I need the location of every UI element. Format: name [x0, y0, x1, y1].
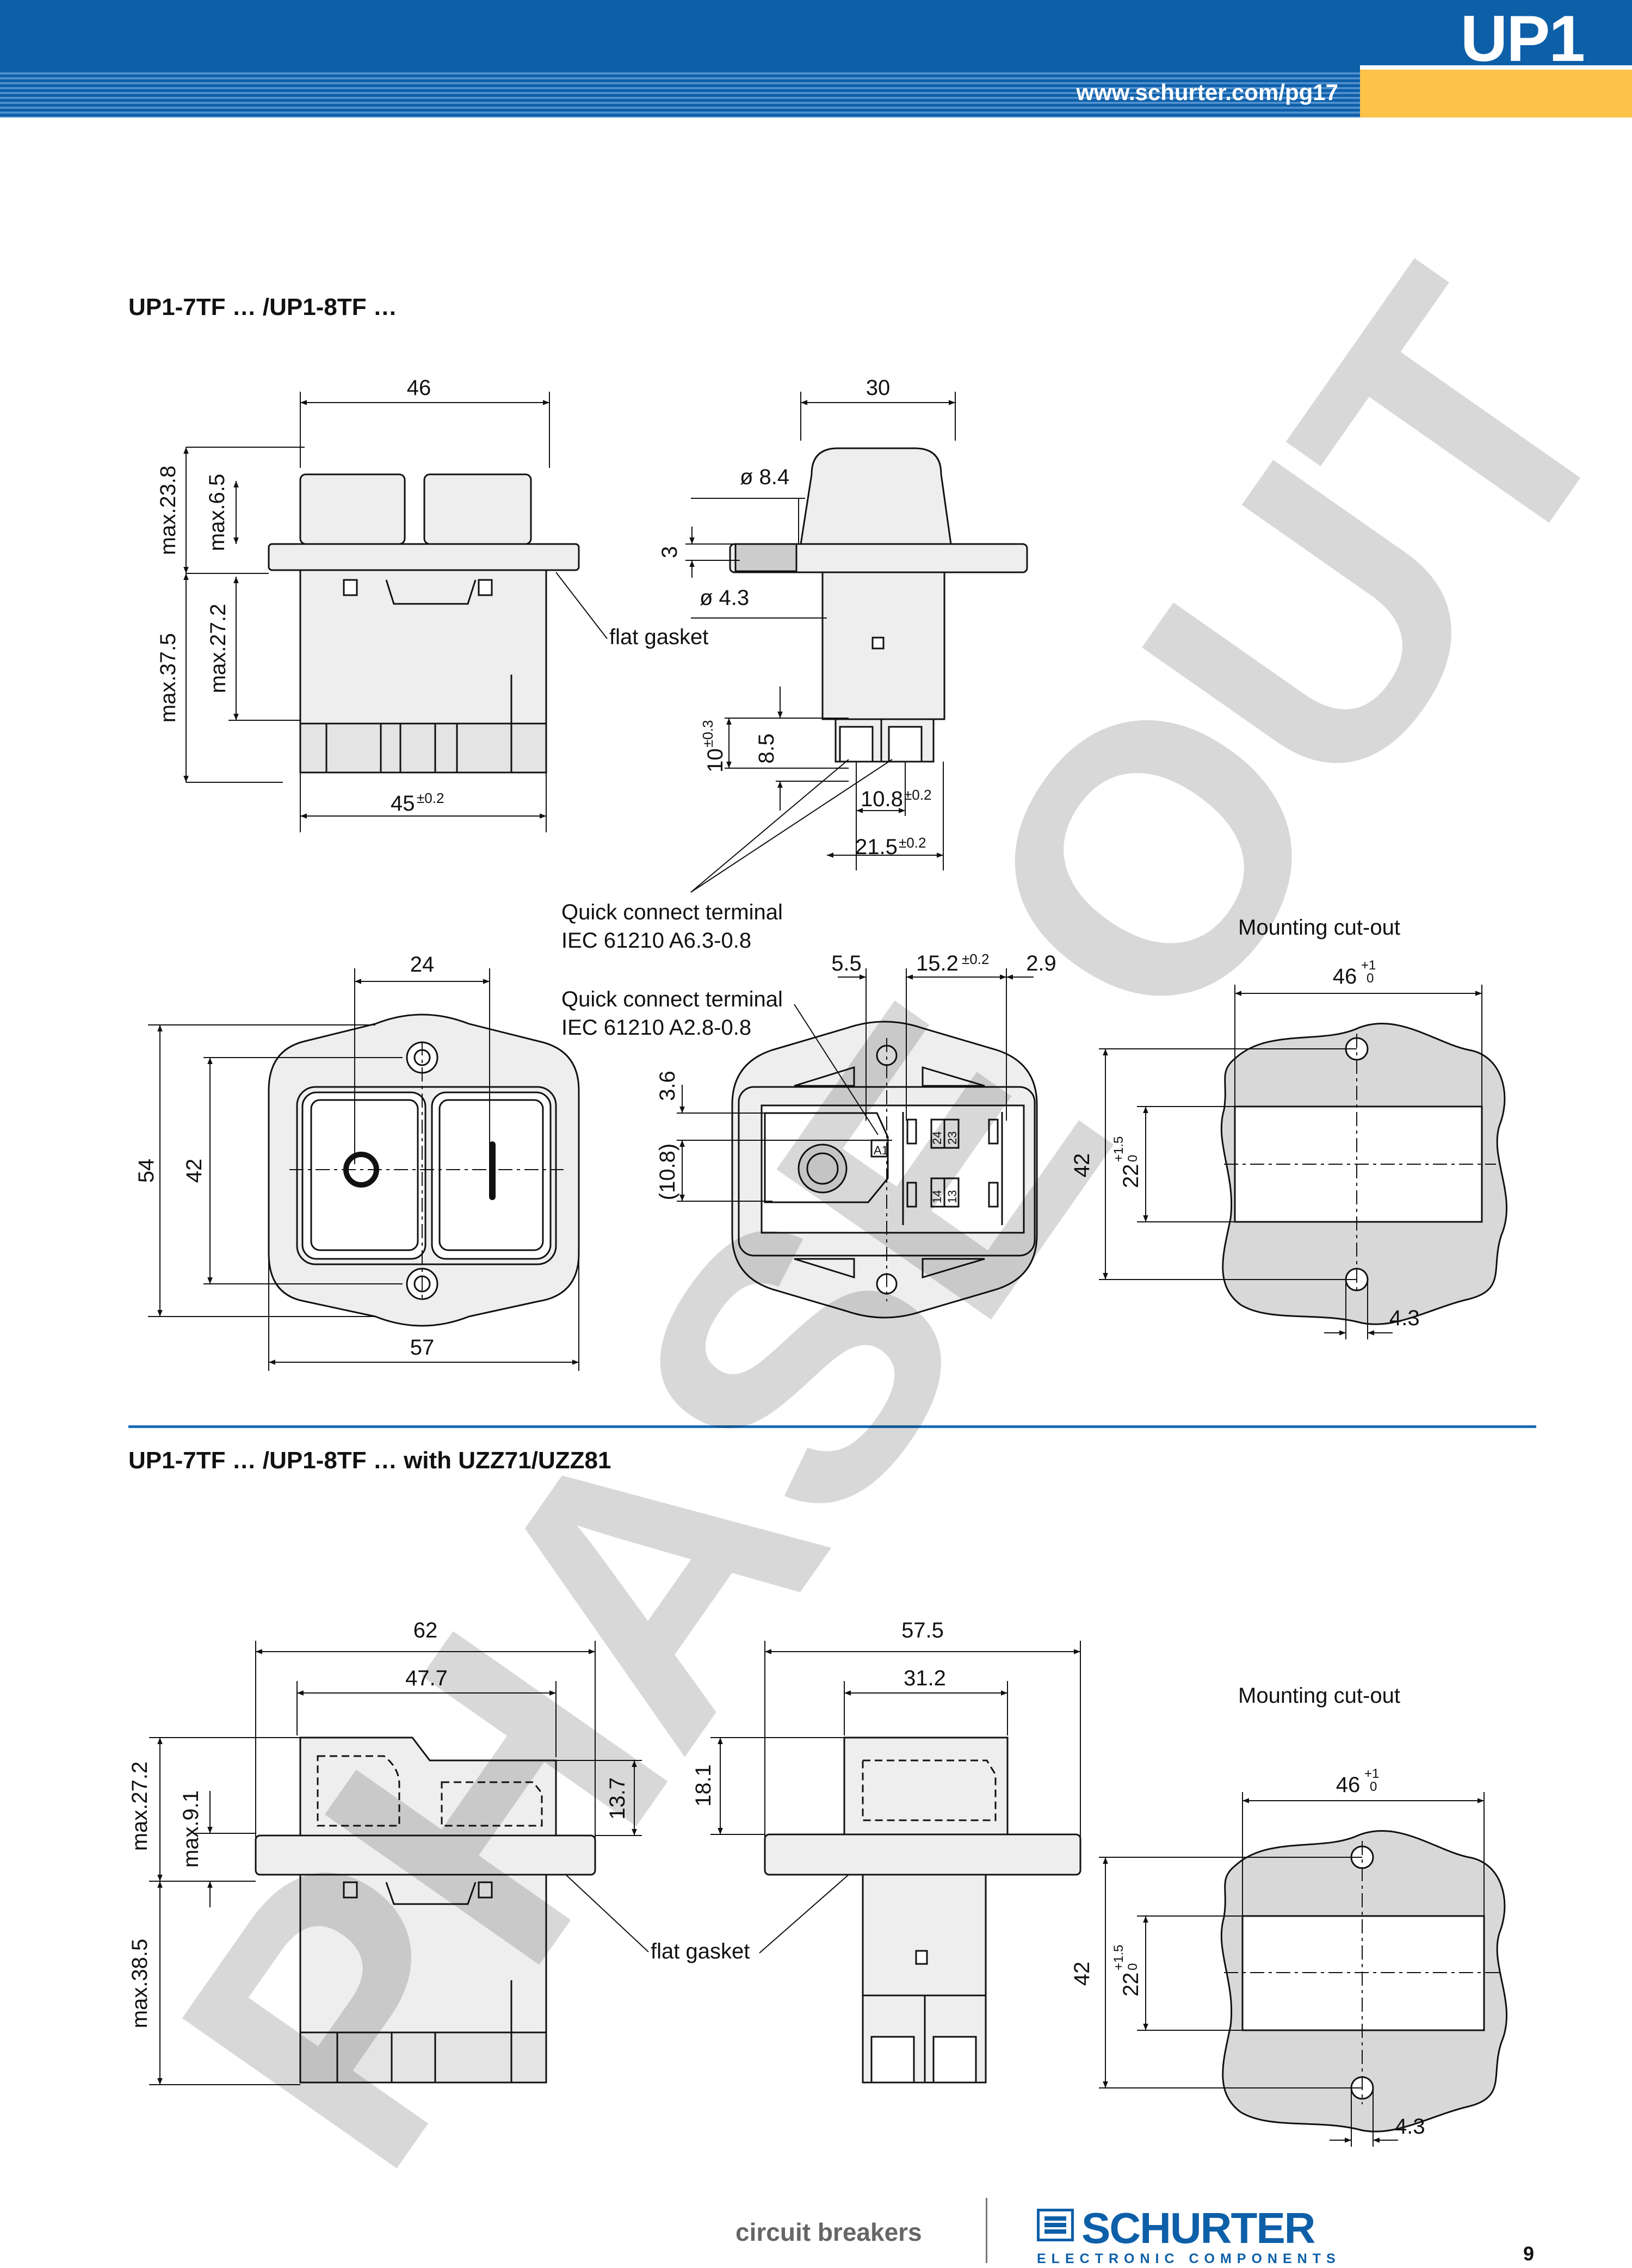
cutout-height-lower-tol-2: 0 — [1126, 1963, 1140, 1970]
section-title-variant-2: UP1-7TF … /UP1-8TF … with UZZ71/UZZ81 — [128, 1447, 611, 1474]
pin-label-24: 24 — [930, 1132, 944, 1145]
cutout-width-lower-tol-2: 0 — [1370, 1779, 1377, 1794]
side-view-1 — [729, 447, 1028, 763]
header-accent — [1360, 70, 1632, 118]
dim-2-9: 2.9 — [1026, 951, 1056, 975]
dim-10-tolerance: ±0.3 — [700, 720, 716, 747]
pin-label-a1: A1 — [874, 1144, 888, 1157]
dim-10-8: 10.8 — [861, 787, 903, 811]
dim-max-23-8: max.23.8 — [156, 466, 180, 555]
cutout-height-42-2: 42 — [1070, 1962, 1094, 1986]
dim-10-8-tolerance: ±0.2 — [904, 787, 931, 803]
dim-45-tolerance: ±0.2 — [417, 790, 444, 806]
terminal-note-2-line1: Quick connect terminal — [561, 987, 783, 1011]
dim-30: 30 — [866, 376, 891, 400]
dim-31-2: 31.2 — [904, 1666, 946, 1690]
side-view-2 — [764, 1736, 1081, 2084]
front-view-1 — [268, 473, 580, 774]
brand-logo-text: SCHURTER — [1081, 2204, 1315, 2252]
cutout-height-22-2: 22 — [1119, 1973, 1143, 1997]
terminal-note-1-line1: Quick connect terminal — [561, 900, 783, 924]
dim-15-2-tolerance: ±0.2 — [962, 951, 989, 967]
dim-13-7: 13.7 — [605, 1777, 629, 1820]
brand-logo-subtitle: ELECTRONIC COMPONENTS — [1037, 2251, 1341, 2266]
schurter-logo-icon — [1037, 2209, 1074, 2241]
mounting-cutout-title-1: Mounting cut-out — [1238, 916, 1400, 940]
rear-view-1 — [731, 1021, 1038, 1319]
section-title-variant-1: UP1-7TF … /UP1-8TF … — [128, 294, 397, 320]
cutout-hole-4-3-2: 4.3 — [1395, 2115, 1425, 2139]
cutout-height-22-1: 22 — [1119, 1164, 1143, 1189]
terminal-note-1-line2: IEC 61210 A6.3-0.8 — [561, 929, 751, 953]
dim-max-38-5: max.38.5 — [128, 1939, 152, 2029]
dim-5-5: 5.5 — [831, 951, 862, 975]
dim-3: 3 — [658, 546, 682, 558]
dim-42-front: 42 — [182, 1159, 206, 1183]
cutout-width-46-2: 46 — [1336, 1773, 1361, 1797]
label-flat-gasket-1: flat gasket — [609, 625, 708, 649]
dim-max-6-5: max.6.5 — [205, 474, 229, 551]
dim-10-8-ref: (10.8) — [656, 1144, 679, 1201]
dim-21-5-tolerance: ±0.2 — [899, 835, 926, 851]
dim-8-5: 8.5 — [755, 733, 778, 764]
product-url-link[interactable]: www.schurter.com/pg17 — [1076, 79, 1338, 105]
section-divider — [128, 1425, 1536, 1428]
dim-dia-8-4: ø 8.4 — [740, 465, 789, 489]
dim-dia-4-3: ø 4.3 — [700, 586, 749, 610]
footer-separator — [986, 2198, 987, 2263]
terminal-note-2-line2: IEC 61210 A2.8-0.8 — [561, 1016, 751, 1040]
dim-47-7: 47.7 — [405, 1666, 448, 1690]
cutout-hole-4-3-1: 4.3 — [1389, 1306, 1420, 1330]
mounting-cutout-2 — [1220, 1830, 1507, 2133]
dim-57: 57 — [410, 1336, 435, 1359]
cutout-width-46-1: 46 — [1333, 965, 1357, 988]
pin-label-13: 13 — [945, 1190, 959, 1203]
pin-label-14: 14 — [930, 1190, 944, 1203]
footer-category: circuit breakers — [735, 2218, 922, 2246]
label-flat-gasket-2: flat gasket — [651, 1939, 750, 1963]
cutout-width-upper-tol-1: +1 — [1361, 958, 1376, 973]
dim-15-2: 15.2 — [916, 951, 959, 975]
header-stripes — [0, 70, 1360, 118]
dim-18-1: 18.1 — [691, 1764, 715, 1807]
pin-label-23: 23 — [945, 1132, 959, 1145]
cutout-width-upper-tol-2: +1 — [1364, 1766, 1379, 1781]
dim-max-37-5: max.37.5 — [156, 633, 180, 723]
cutout-height-lower-tol-1: 0 — [1126, 1155, 1140, 1162]
front-view-2 — [255, 1736, 596, 2084]
dim-45: 45 — [391, 792, 415, 815]
dim-3-6: 3.6 — [656, 1071, 679, 1101]
cutout-height-42-1: 42 — [1070, 1153, 1094, 1178]
dim-max-27-2-s2: max.27.2 — [128, 1762, 152, 1851]
mounting-cutout-title-2: Mounting cut-out — [1238, 1684, 1400, 1708]
dim-24: 24 — [410, 953, 435, 977]
cutout-height-upper-tol-1: +1.5 — [1111, 1136, 1126, 1162]
dim-62: 62 — [413, 1618, 438, 1642]
dim-21-5: 21.5 — [855, 835, 898, 859]
product-family-title: UP1 — [1460, 2, 1585, 75]
dim-54: 54 — [134, 1159, 158, 1183]
header-tab — [1360, 0, 1632, 65]
cutout-height-upper-tol-2: +1.5 — [1111, 1945, 1126, 1970]
dim-max-9-1: max.9.1 — [179, 1790, 203, 1868]
dim-46: 46 — [407, 376, 431, 400]
page-number: 9 — [1523, 2242, 1535, 2265]
dim-max-27-2: max.27.2 — [206, 604, 230, 694]
dim-10: 10 — [703, 749, 727, 773]
cutout-width-lower-tol-1: 0 — [1367, 971, 1374, 986]
dim-57-5: 57.5 — [901, 1618, 944, 1642]
